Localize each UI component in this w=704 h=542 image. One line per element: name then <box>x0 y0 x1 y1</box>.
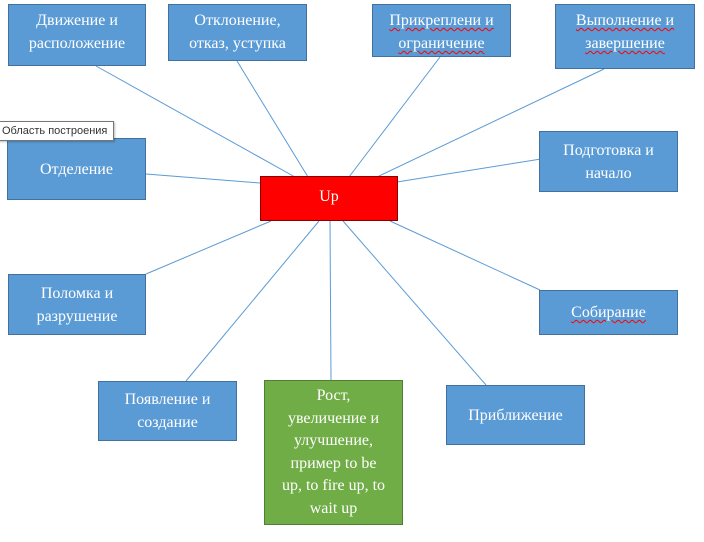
connector-preparation <box>396 158 542 183</box>
node-preparation[interactable]: Подготовка и начало <box>539 131 678 192</box>
node-approach-label: Приближение <box>468 406 563 424</box>
node-attachment[interactable]: Прикреплени и ограничение <box>372 4 511 57</box>
connector-breakage <box>145 220 272 275</box>
connector-movement <box>95 65 296 178</box>
connector-approach <box>342 220 487 386</box>
node-growth[interactable]: Рост, увеличение и улучшение, пример to … <box>264 380 403 525</box>
connector-appearance <box>185 220 320 382</box>
node-breakage[interactable]: Поломка и разрушение <box>8 274 146 335</box>
node-deviation-label: Отклонение, отказ, уступка <box>189 12 286 52</box>
node-center-label: Up <box>319 188 339 205</box>
connector-collection <box>389 220 541 291</box>
node-preparation-label: Подготовка и начало <box>563 141 654 182</box>
node-movement[interactable]: Движение и расположение <box>8 4 146 66</box>
node-deviation[interactable]: Отклонение, отказ, уступка <box>168 4 307 61</box>
connector-attachment <box>348 56 441 178</box>
node-collection-label: Собирание <box>571 304 646 321</box>
node-center-up[interactable]: Up <box>260 176 398 221</box>
node-movement-label: Движение и расположение <box>28 12 126 52</box>
connector-growth <box>329 220 332 381</box>
node-appearance[interactable]: Появление и создание <box>98 381 237 441</box>
node-completion[interactable]: Выполнение и завершение <box>555 4 695 69</box>
connector-separation <box>145 173 261 184</box>
plot-area-tooltip-text: Область построения <box>2 125 108 137</box>
connector-deviation <box>236 60 309 178</box>
node-separation-label: Отделение <box>40 160 113 178</box>
plot-area-tooltip: Область построения <box>0 121 115 141</box>
node-breakage-label: Поломка и разрушение <box>36 284 118 325</box>
node-collection[interactable]: Собирание <box>539 290 678 335</box>
node-approach[interactable]: Приближение <box>446 385 585 445</box>
node-appearance-label: Появление и создание <box>124 391 211 431</box>
node-growth-label: Рост, увеличение и улучшение, пример to … <box>281 387 386 517</box>
node-separation[interactable]: Отделение <box>7 138 146 200</box>
node-completion-label: Выполнение и завершение <box>575 12 675 52</box>
connector-completion <box>376 68 605 178</box>
node-attachment-label: Прикреплени и ограничение <box>389 12 494 52</box>
